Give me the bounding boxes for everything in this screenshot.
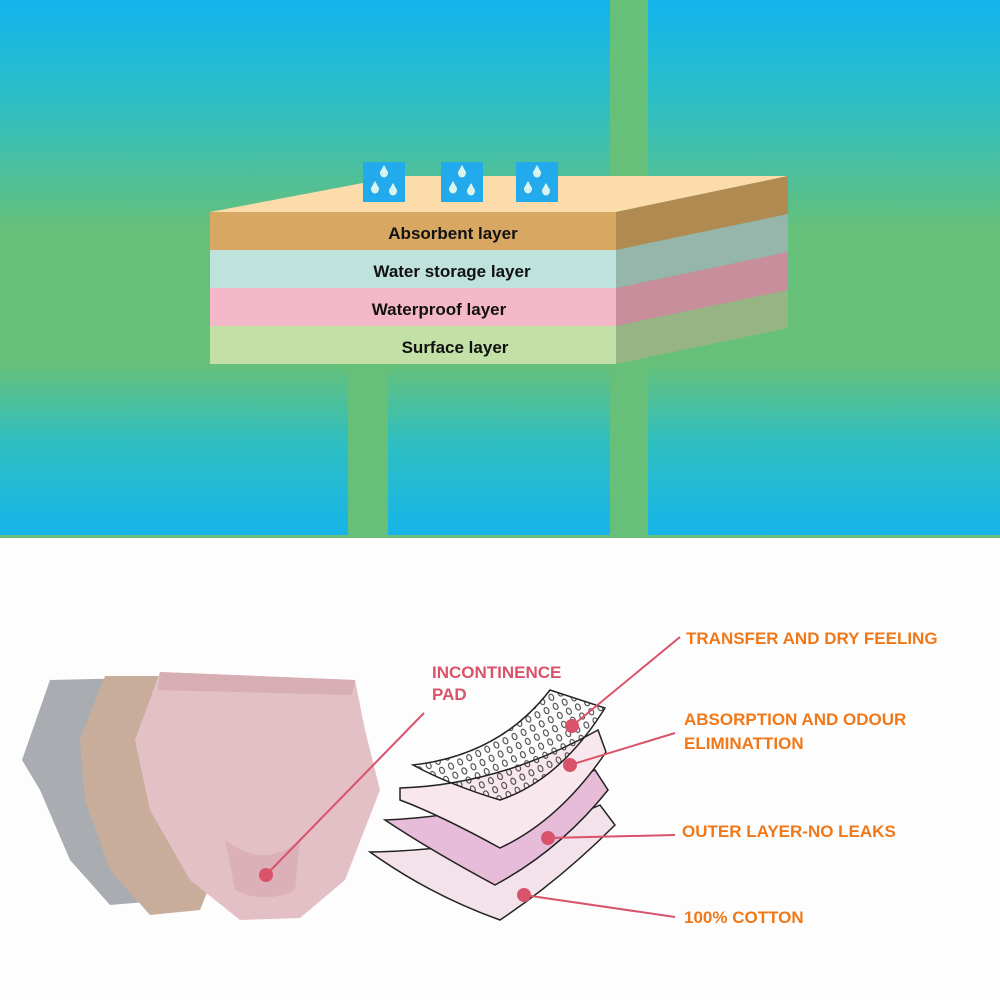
layer-1: Water storage layer [210,214,788,288]
layer-side-face [616,290,788,364]
layer-label: Surface layer [402,338,509,357]
layer-side-face [616,176,788,250]
block-top-face [210,176,788,212]
callout-absorption-line-2: ELIMINATTION [684,734,804,753]
top-background [0,0,1000,538]
layer-0: Absorbent layer [210,176,788,250]
callout-lines [259,636,681,918]
layer-2: Waterproof layer [210,252,788,326]
callout-transfer: TRANSFER AND DRY FEELING [686,629,938,648]
water-drops-icon [441,162,483,202]
layer-3: Surface layer [210,290,788,364]
layer-side-face [616,252,788,326]
layer-front-face [210,250,616,288]
pad-label-line-2: PAD [432,685,467,704]
layer-front-face [210,326,616,364]
pad-layers [367,689,616,921]
layer-label: Water storage layer [373,262,531,281]
pad-layer-transfer [410,689,607,801]
layer-front-face [210,212,616,250]
underwear-photo [22,672,380,920]
layer-front-face [210,288,616,326]
callout-cotton: 100% COTTON [684,908,804,927]
callout-outer-layer: OUTER LAYER-NO LEAKS [682,822,896,841]
pink-brief [135,672,380,920]
water-drops-icon [363,162,405,202]
water-drops-icon [516,162,558,202]
pad-label-line-1: INCONTINENCE [432,663,561,682]
droplet-icons [363,162,558,202]
callout-absorption-line-1: ABSORPTION AND ODOUR [684,710,906,729]
layer-label: Absorbent layer [388,224,518,243]
layer-side-face [616,214,788,288]
layer-label: Waterproof layer [372,300,507,319]
